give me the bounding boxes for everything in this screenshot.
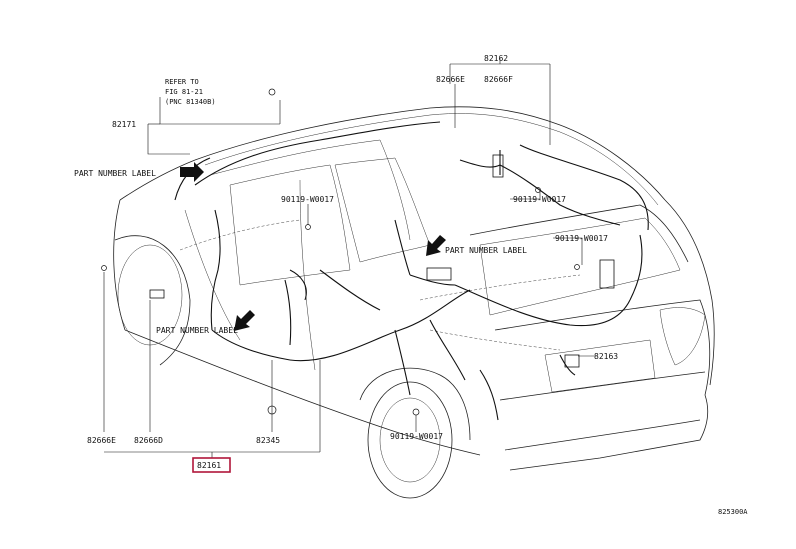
arrow-icon [426,235,446,256]
highlight-box [192,457,231,473]
bolt-label-4: 90119-W0017 [390,432,443,441]
part-number-label-1: PART NUMBER LABEL [74,169,156,178]
label-82345: 82345 [256,436,280,445]
wire-harness [101,88,649,421]
label-82163: 82163 [594,352,618,361]
label-82666e-bottom: 82666E [87,436,116,445]
label-82666d: 82666D [134,436,163,445]
leader-lines [103,58,595,458]
label-82171: 82171 [112,120,136,129]
arrow-icon [180,162,204,182]
label-82162: 82162 [484,54,508,63]
part-number-label-2: PART NUMBER LABEL [445,246,527,255]
label-82666e-top: 82666E [436,75,465,84]
bolt-label-3: 90119-W0017 [555,234,608,243]
label-82666f: 82666F [484,75,513,84]
refer-to-line3: (PNC 81340B) [165,98,216,106]
bolt-label-1: 90119-W0017 [281,195,334,204]
refer-to-line1: REFER TO [165,78,199,86]
bolt-label-2: 90119-W0017 [513,195,566,204]
label-82161: 82161 [197,461,221,470]
refer-to-line2: FIG 81-21 [165,88,203,96]
part-labels: 82162 82666E 82666F REFER TO FIG 81-21 (… [74,54,748,516]
label-arrows [180,162,446,331]
arrow-icon [234,310,255,331]
diagram-code: 825300A [718,508,748,516]
part-number-label-3: PART NUMBER LABEL [156,326,238,335]
car-body-outline [113,106,715,499]
